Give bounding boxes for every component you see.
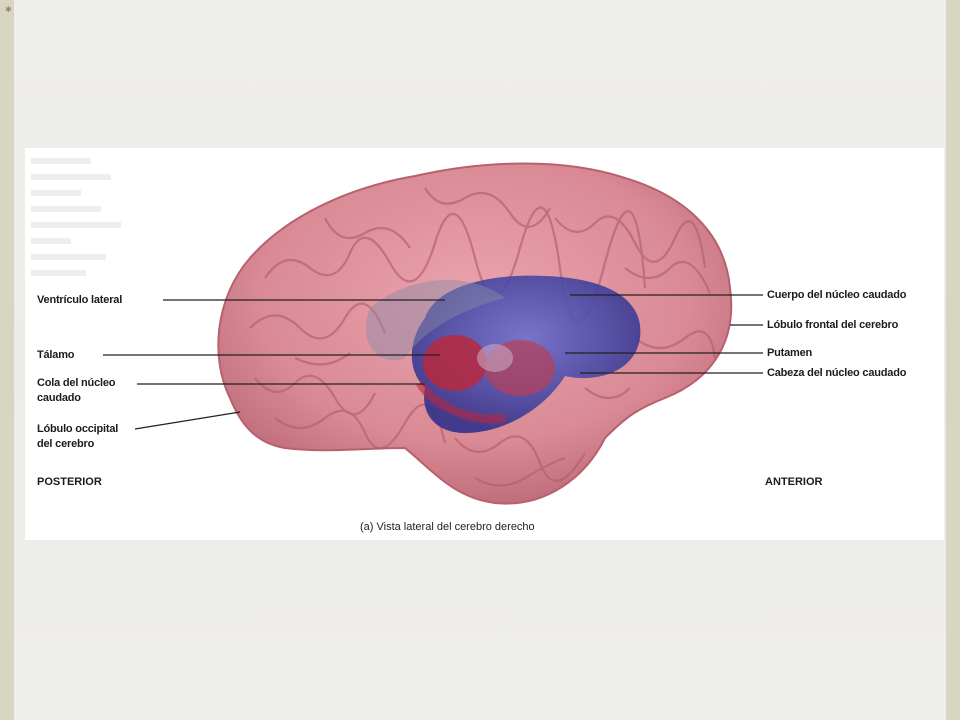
- orientation-posterior: POSTERIOR: [37, 476, 102, 488]
- label-cola-nucleo-line2: caudado: [37, 392, 81, 404]
- brain-figure: Ventrículo lateral Tálamo Cola del núcle…: [25, 148, 944, 540]
- thalamus-shape: [423, 335, 487, 391]
- slide-frame-left: [0, 0, 14, 720]
- gyri-pattern: [249, 187, 717, 487]
- slide-frame-right: [946, 0, 960, 720]
- label-cola-nucleo-line1: Cola del núcleo: [37, 377, 116, 389]
- slide-bullet-icon: ✱: [5, 5, 12, 14]
- leader-lines: [103, 294, 763, 430]
- label-putamen: Putamen: [767, 347, 813, 359]
- label-cuerpo-nucleo-caudado: Cuerpo del núcleo caudado: [767, 289, 907, 301]
- label-ventriculo-lateral: Ventrículo lateral: [37, 294, 123, 306]
- label-cabeza-nucleo-caudado: Cabeza del núcleo caudado: [767, 367, 907, 379]
- brain-illustration: [103, 162, 763, 505]
- label-lobulo-occipital-line2: del cerebro: [37, 438, 95, 450]
- label-lobulo-occipital-line1: Lóbulo occipital: [37, 423, 119, 435]
- label-lobulo-frontal: Lóbulo frontal del cerebro: [767, 319, 899, 331]
- figure-caption: (a) Vista lateral del cerebro derecho: [360, 521, 535, 533]
- orientation-anterior: ANTERIOR: [765, 476, 823, 488]
- bleed-through-text: [25, 148, 145, 540]
- label-talamo: Tálamo: [37, 349, 75, 361]
